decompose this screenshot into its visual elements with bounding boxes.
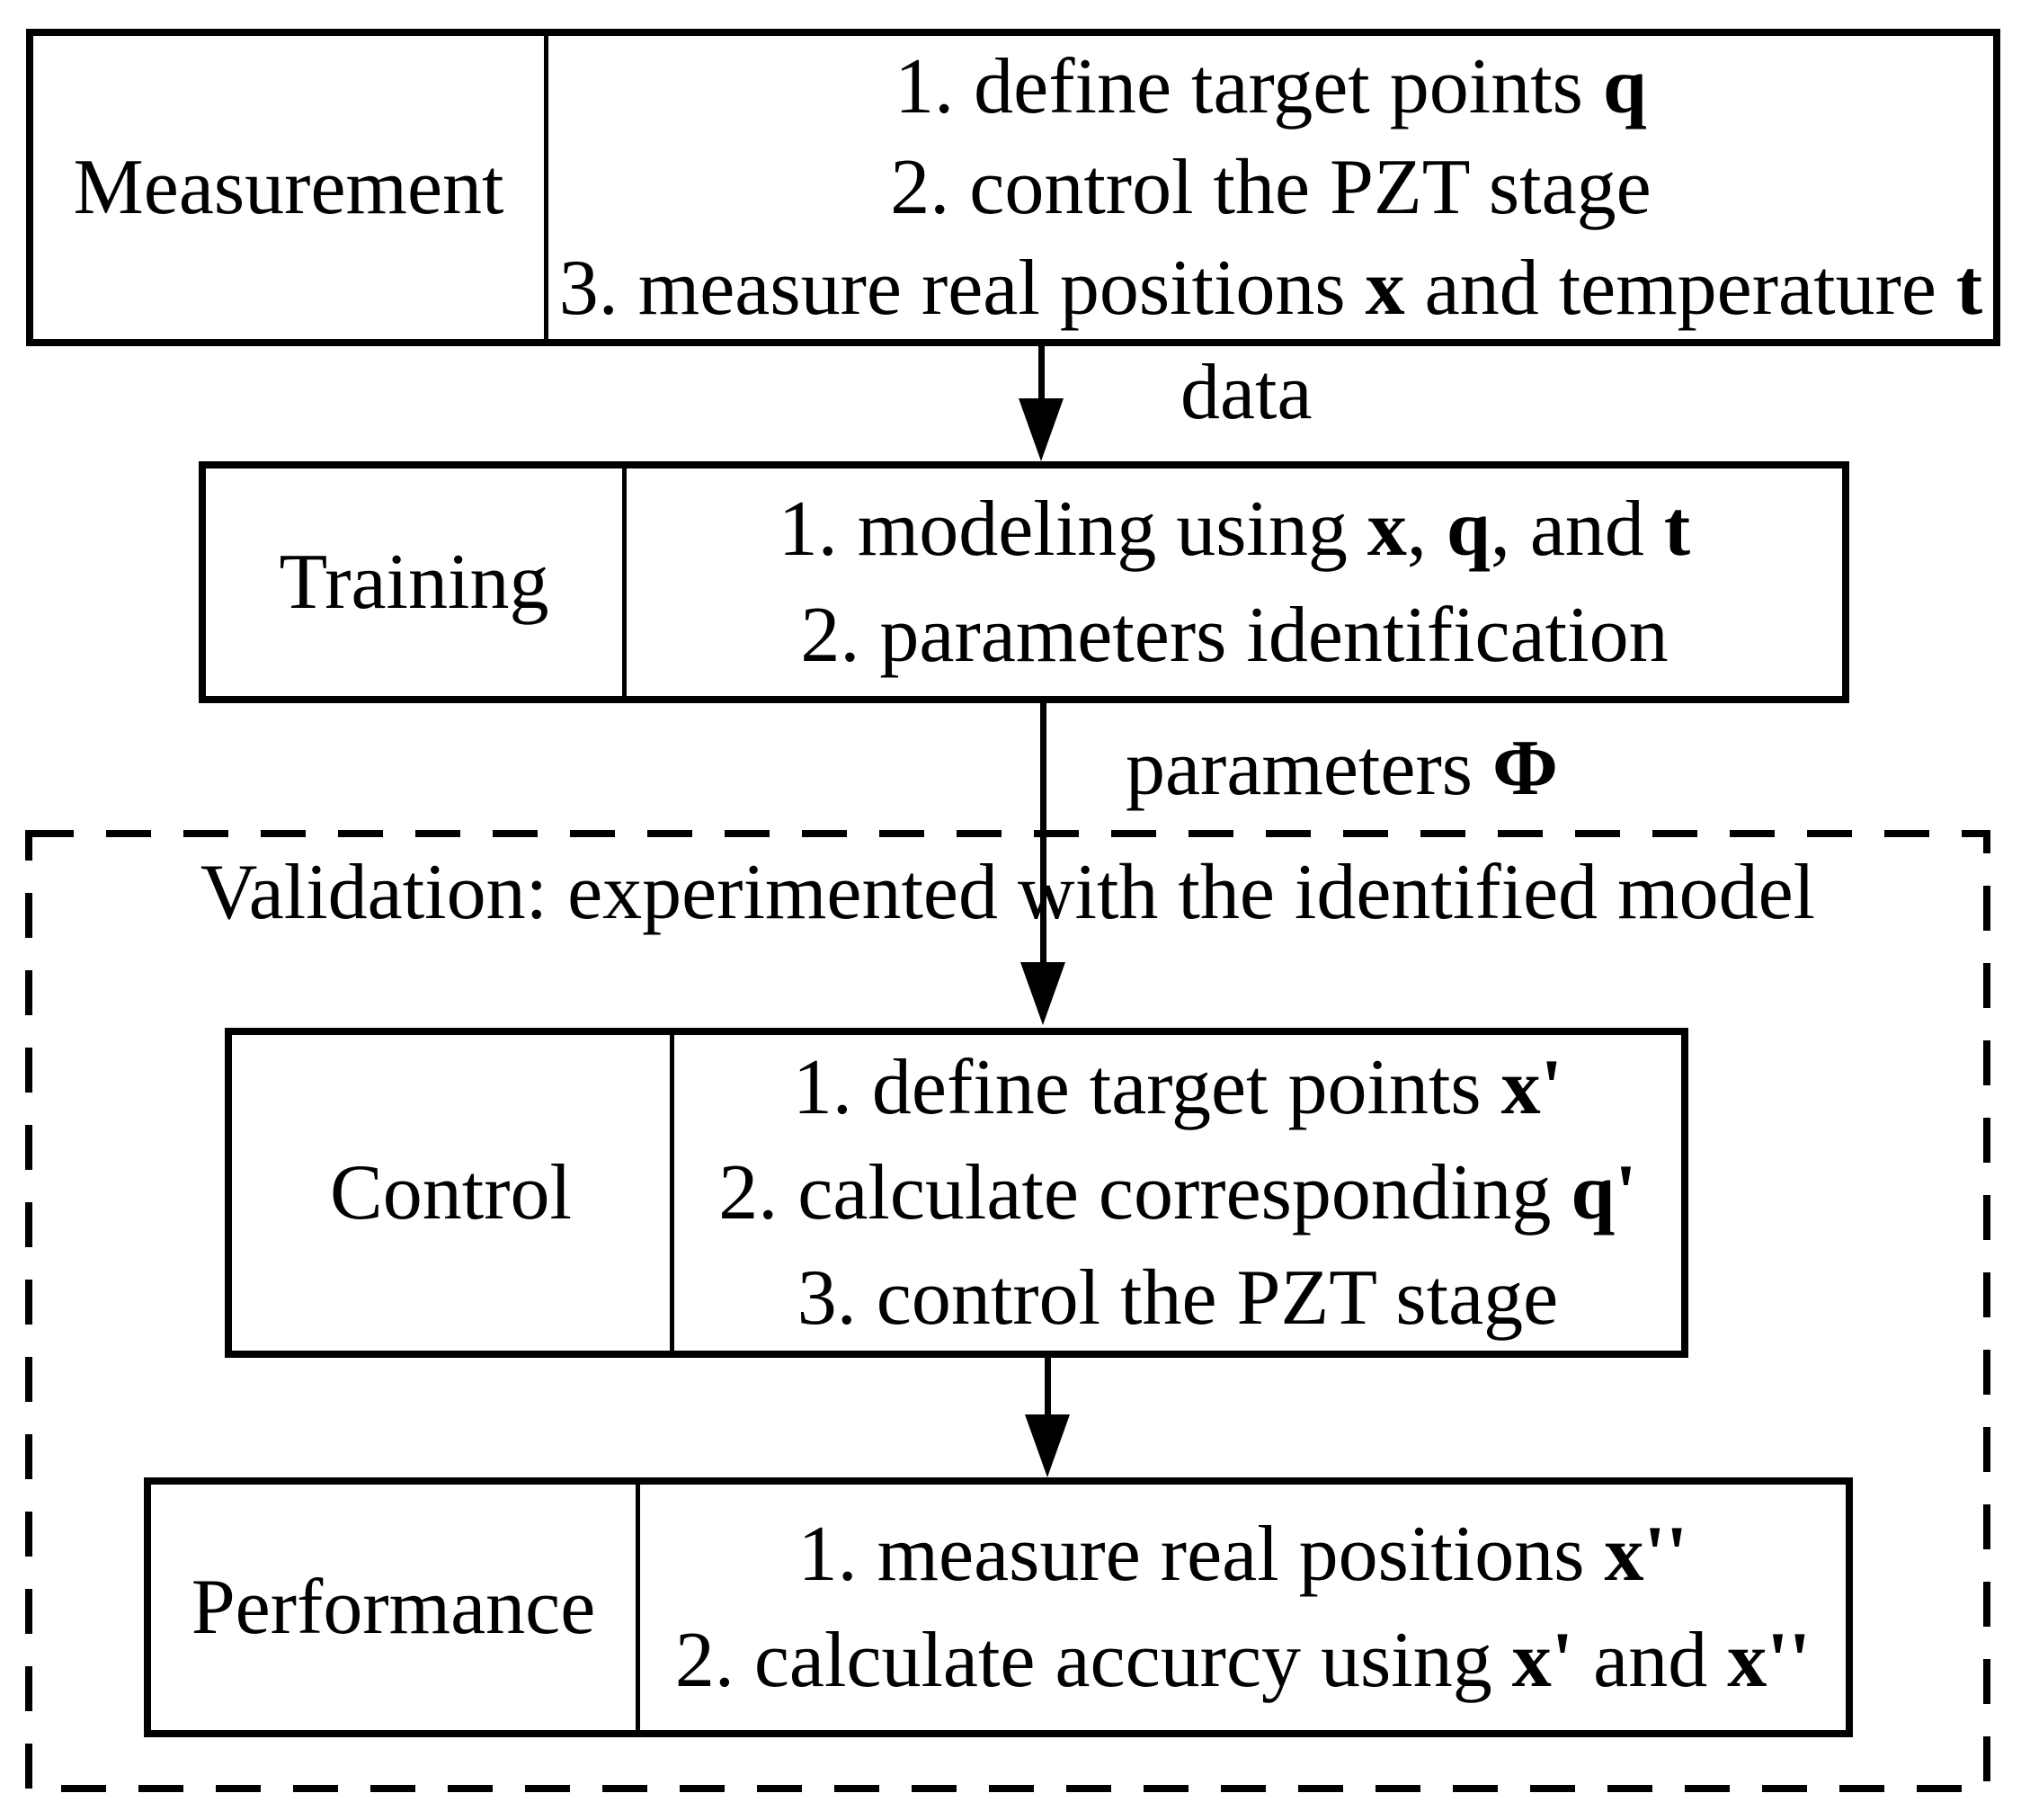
validation-title: Validation: experimented with the identi… [200, 849, 1816, 936]
data-flow-label: data [1180, 349, 1313, 436]
arrow-down-icon [1019, 398, 1064, 461]
control-step-3: 3. control the PZT stage [797, 1254, 1559, 1342]
measurement-box: Measurement 1. define target points q 2.… [26, 29, 2000, 346]
control-steps: 1. define target points x' 2. calculate … [674, 1035, 1681, 1351]
training-step-2: 2. parameters identification [800, 591, 1669, 679]
arrow-training-to-control-stem [1040, 703, 1046, 964]
control-step-2: 2. calculate corresponding q' [718, 1149, 1637, 1236]
performance-box: Performance 1. measure real positions x'… [144, 1477, 1853, 1737]
performance-label: Performance [151, 1485, 640, 1730]
performance-steps: 1. measure real positions x'' 2. calcula… [640, 1485, 1846, 1730]
performance-step-2: 2. calculate accurcy using x' and x'' [674, 1616, 1812, 1704]
control-box: Control 1. define target points x' 2. ca… [225, 1028, 1688, 1358]
arrow-control-to-performance-stem [1045, 1358, 1051, 1416]
measurement-step-1: 1. define target points q [895, 42, 1647, 130]
control-label: Control [232, 1035, 674, 1351]
arrow-down-icon [1025, 1414, 1070, 1477]
measurement-step-2: 2. control the PZT stage [890, 143, 1652, 231]
training-steps: 1. modeling using x, q, and t 2. paramet… [627, 468, 1842, 696]
training-label: Training [206, 468, 627, 696]
arrow-measurement-to-training-stem [1038, 346, 1045, 400]
training-box: Training 1. modeling using x, q, and t 2… [199, 461, 1849, 703]
measurement-steps: 1. define target points q 2. control the… [548, 36, 1993, 339]
control-step-1: 1. define target points x' [792, 1044, 1563, 1131]
performance-step-1: 1. measure real positions x'' [797, 1510, 1688, 1598]
parameters-flow-label: parameters Φ [1126, 725, 1558, 812]
measurement-step-3: 3. measure real positions x and temperat… [558, 244, 1983, 332]
measurement-label: Measurement [33, 36, 548, 339]
arrow-down-icon [1020, 962, 1065, 1025]
training-step-1: 1. modeling using x, q, and t [778, 485, 1691, 573]
